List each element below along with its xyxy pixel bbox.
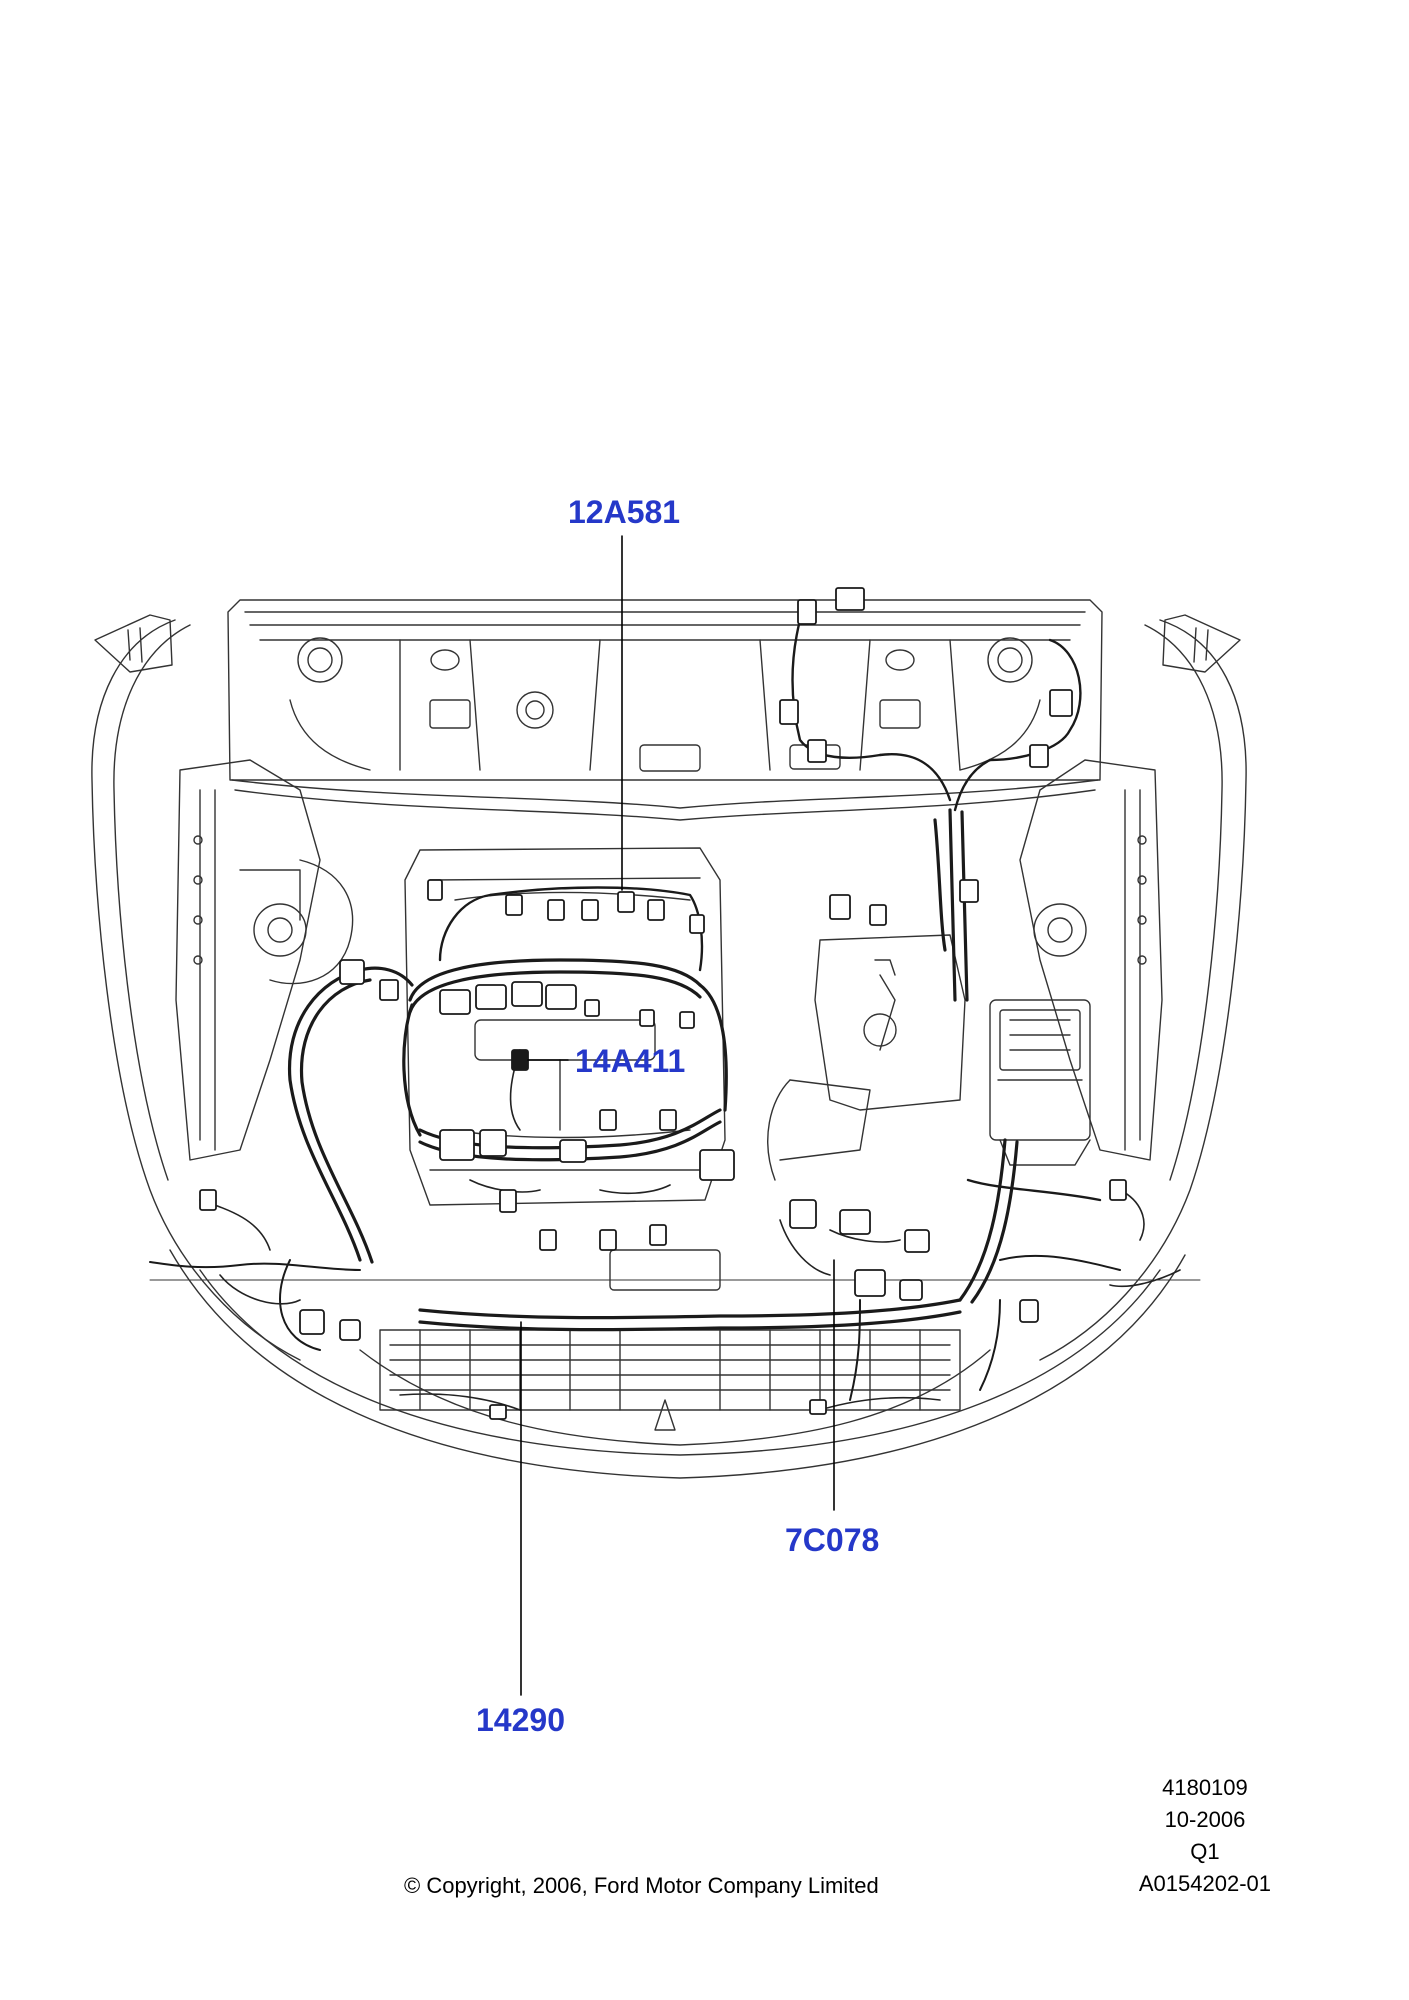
illustration-reference-block: 4180109 10-2006 Q1 A0154202-01 xyxy=(1139,1772,1271,1900)
harness-bundles xyxy=(149,618,1121,1401)
inner-fender-right xyxy=(1019,759,1163,1161)
vehicle-body-outline xyxy=(91,614,1247,1479)
leader-lines xyxy=(520,535,835,1696)
callout-14a411: 14A411 xyxy=(575,1043,686,1079)
callout-7c078: 7C078 xyxy=(785,1522,880,1558)
inner-fender-left xyxy=(175,759,354,1161)
illustration-code: Q1 xyxy=(1190,1839,1220,1864)
radiator-grille xyxy=(149,1249,1201,1431)
callout-12a581: 12A581 xyxy=(568,494,681,530)
connectors xyxy=(199,587,1127,1420)
illustration-reference: A0154202-01 xyxy=(1138,1871,1271,1896)
illustration-date: 10-2006 xyxy=(1164,1807,1246,1832)
copyright-notice: © Copyright, 2006, Ford Motor Company Li… xyxy=(404,1873,879,1898)
air-box xyxy=(767,934,966,1181)
firewall-cowl xyxy=(227,599,1103,821)
illustration-number: 4180109 xyxy=(1162,1775,1248,1800)
callout-14290: 14290 xyxy=(476,1702,565,1738)
